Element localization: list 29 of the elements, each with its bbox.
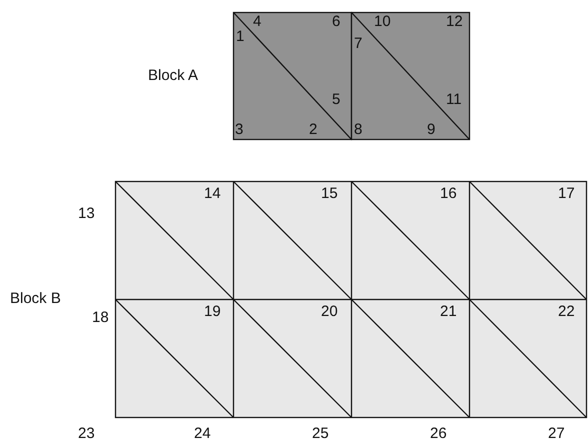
node-number: 25 xyxy=(312,426,329,442)
node-number: 11 xyxy=(446,92,462,108)
node-number: 24 xyxy=(194,426,211,442)
node-number: 21 xyxy=(440,304,457,320)
node-number: 9 xyxy=(427,122,436,138)
node-number: 10 xyxy=(374,14,391,30)
node-number: 5 xyxy=(332,92,340,108)
node-number: 14 xyxy=(204,186,221,202)
node-number: 3 xyxy=(235,122,244,138)
block-label: Block B xyxy=(10,291,61,307)
node-number: 17 xyxy=(558,186,575,202)
node-number: 12 xyxy=(446,14,463,30)
node-number: 23 xyxy=(78,426,95,442)
block-label: Block A xyxy=(148,68,198,84)
node-number: 15 xyxy=(321,186,338,202)
node-number: 13 xyxy=(78,206,95,222)
node-number: 16 xyxy=(440,186,457,202)
node-number: 20 xyxy=(321,304,338,320)
node-number: 6 xyxy=(332,14,340,30)
node-number: 1 xyxy=(236,29,244,45)
node-number: 26 xyxy=(430,426,447,442)
node-number: 7 xyxy=(354,36,362,52)
node-number: 27 xyxy=(548,426,565,442)
node-number: 19 xyxy=(204,304,221,320)
node-number: 2 xyxy=(309,122,318,138)
node-number: 18 xyxy=(92,310,109,326)
node-number: 22 xyxy=(558,304,575,320)
node-number: 4 xyxy=(253,14,262,30)
node-number: 8 xyxy=(354,122,362,138)
